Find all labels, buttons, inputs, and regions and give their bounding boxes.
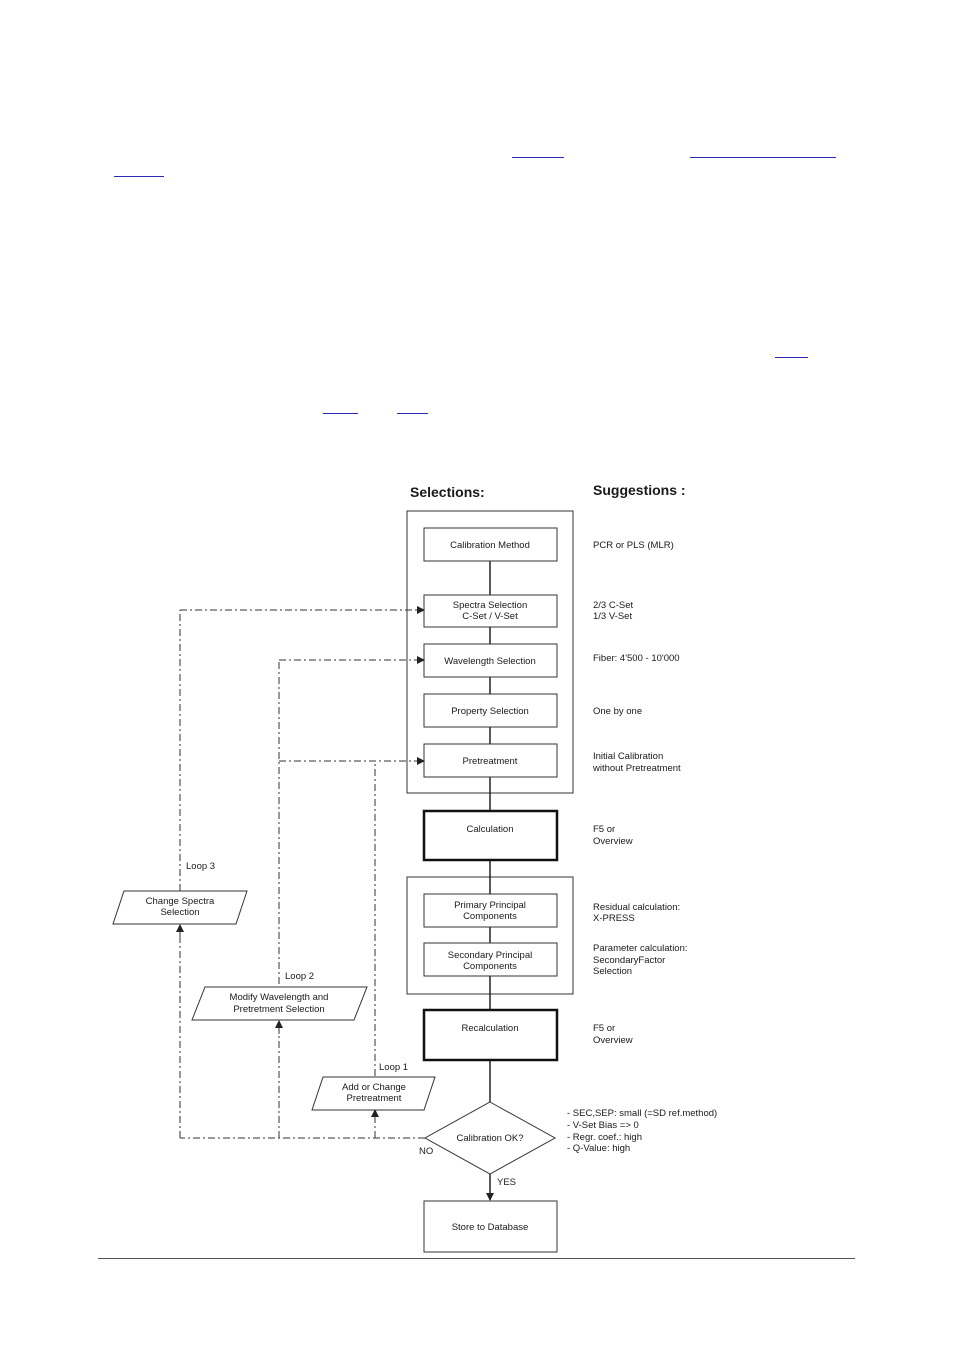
hyperlink-underline[interactable] xyxy=(114,176,164,177)
calibration-method-label: Calibration Method xyxy=(450,540,530,551)
loop2-label: Loop 2 xyxy=(285,971,314,982)
add-change-pretreatment-label-line1: Add or Change xyxy=(342,1082,406,1093)
suggestion-secondary-line1: Parameter calculation: xyxy=(593,943,688,954)
suggestion-primary-line1: Residual calculation: xyxy=(593,902,680,913)
suggestion-recalculation-line1: F5 or xyxy=(593,1023,615,1034)
pretreatment-box xyxy=(423,743,558,778)
hyperlink-underline[interactable] xyxy=(775,357,808,358)
hyperlink-underline[interactable] xyxy=(690,157,836,158)
suggestion-recalculation-line2: Overview xyxy=(593,1035,633,1046)
suggestion-primary-line2: X-PRESS xyxy=(593,913,635,924)
yes-branch-label: YES xyxy=(497,1177,516,1188)
loop-feedback-lines xyxy=(179,606,425,1139)
pretreatment-label: Pretreatment xyxy=(463,756,518,767)
suggestion-secondary-line2: SecondaryFactor xyxy=(593,955,665,966)
suggestion-calculation-line2: Overview xyxy=(593,836,633,847)
change-spectra-label-line2: Selection xyxy=(160,907,199,918)
no-branch-label: NO xyxy=(419,1146,433,1157)
primary-principal-components-box xyxy=(423,893,558,928)
suggestion-criteria-line4: - Q-Value: high xyxy=(567,1143,630,1154)
suggestion-spectra-line1: 2/3 C-Set xyxy=(593,600,633,611)
change-spectra-label-line1: Change Spectra xyxy=(146,896,215,907)
calibration-ok-decision xyxy=(423,1101,557,1175)
spectra-selection-box xyxy=(423,594,558,628)
modify-wavelength-box xyxy=(191,986,368,1021)
modify-wavelength-label-line1: Modify Wavelength and xyxy=(230,992,329,1003)
recalculation-label: Recalculation xyxy=(461,1023,518,1034)
modify-wavelength-label-line2: Pretretment Selection xyxy=(233,1004,324,1015)
secondary-principal-components-box xyxy=(423,942,558,977)
selections-header: Selections: xyxy=(410,484,485,500)
loop-arrowheads xyxy=(176,924,379,1122)
property-selection-box xyxy=(423,693,558,728)
change-spectra-selection-box xyxy=(112,890,248,925)
calibration-method-box xyxy=(423,527,558,562)
spectra-selection-label-line2: C-Set / V-Set xyxy=(462,611,518,622)
calculation-label: Calculation xyxy=(467,824,514,835)
store-to-database-label: Store to Database xyxy=(452,1222,529,1233)
wavelength-selection-label: Wavelength Selection xyxy=(444,656,536,667)
hyperlink-underline[interactable] xyxy=(323,413,358,414)
suggestion-secondary-line3: Selection xyxy=(593,966,632,977)
loop3-label: Loop 3 xyxy=(186,861,215,872)
suggestions-header: Suggestions : xyxy=(593,482,686,498)
primary-principal-components-label-line1: Primary Principal xyxy=(454,900,526,911)
suggestion-criteria-line2: - V-Set Bias => 0 xyxy=(567,1120,639,1131)
wavelength-selection-box xyxy=(423,643,558,678)
primary-principal-components-label-line2: Components xyxy=(463,911,517,922)
suggestion-criteria-line1: - SEC,SEP: small (=SD ref.method) xyxy=(567,1108,717,1119)
suggestion-property: One by one xyxy=(593,706,642,717)
suggestion-spectra-line2: 1/3 V-Set xyxy=(593,611,632,622)
suggestion-calculation-line1: F5 or xyxy=(593,824,615,835)
secondary-principal-components-label-line1: Secondary Principal xyxy=(448,950,533,961)
loop1-label: Loop 1 xyxy=(379,1062,408,1073)
suggestion-criteria-line3: - Regr. coef.: high xyxy=(567,1132,642,1143)
calculation-box xyxy=(422,809,559,862)
suggestion-pretreatment-line1: Initial Calibration xyxy=(593,751,663,762)
store-to-database-box xyxy=(423,1200,558,1253)
suggestion-wavelength: Fiber: 4'500 - 10'000 xyxy=(593,653,680,664)
footer-rule xyxy=(98,1258,855,1259)
calibration-ok-label: Calibration OK? xyxy=(456,1133,523,1144)
add-change-pretreatment-box xyxy=(311,1076,436,1111)
secondary-principal-components-label-line2: Components xyxy=(463,961,517,972)
spectra-selection-label-line1: Spectra Selection xyxy=(453,600,527,611)
suggestion-calibration-method: PCR or PLS (MLR) xyxy=(593,540,674,551)
hyperlink-underline[interactable] xyxy=(512,157,564,158)
recalculation-box xyxy=(422,1008,559,1062)
suggestion-pretreatment-line2: without Pretreatment xyxy=(592,763,681,774)
add-change-pretreatment-label-line2: Pretreatment xyxy=(347,1093,402,1104)
hyperlink-underline[interactable] xyxy=(397,413,428,414)
property-selection-label: Property Selection xyxy=(451,706,529,717)
